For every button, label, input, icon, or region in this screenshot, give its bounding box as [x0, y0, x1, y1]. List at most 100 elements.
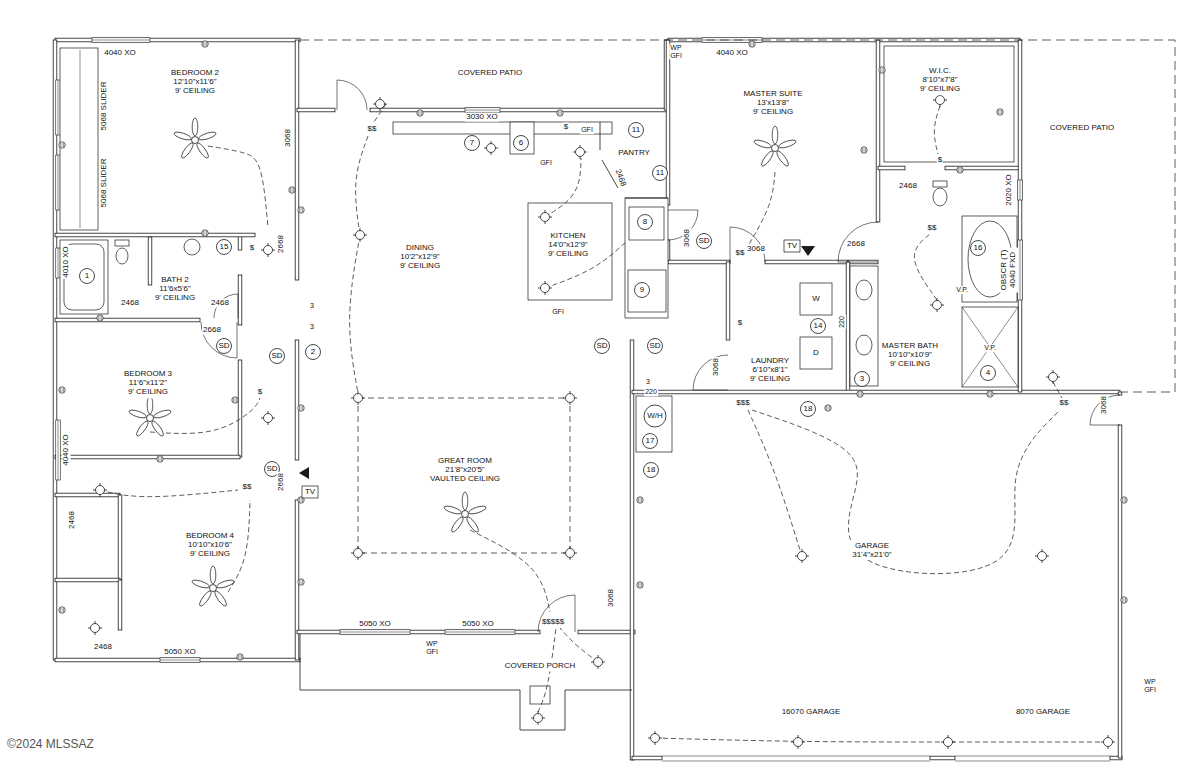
wall	[765, 260, 848, 264]
outlet	[298, 579, 304, 585]
wall	[632, 390, 1120, 394]
plan-label: $	[257, 388, 263, 397]
light-fixture	[88, 621, 102, 635]
plan-label: 5050 XO	[461, 620, 495, 629]
outlet	[237, 654, 243, 660]
fan-blade	[443, 505, 462, 516]
callout-circle	[629, 123, 644, 138]
kitchen-sink	[510, 122, 534, 154]
outlet-slots	[159, 457, 161, 461]
plan-label: 5050 XO	[358, 620, 392, 629]
room-label: BATH 211'6x5'6"9' CEILING	[153, 274, 197, 304]
light-fixture	[795, 549, 809, 563]
outlet-ring	[557, 110, 563, 116]
tv-label: TV	[305, 488, 315, 497]
door-swing	[337, 80, 367, 110]
doors	[201, 80, 1120, 632]
wall	[55, 658, 300, 662]
door-swing	[538, 595, 575, 632]
plan-label: 2468	[210, 299, 230, 308]
outlet-ring	[637, 497, 643, 503]
fan-blade	[198, 590, 213, 608]
light-globe	[541, 284, 550, 293]
outlet	[59, 607, 65, 613]
window-glass	[445, 632, 515, 633]
outlet	[417, 110, 423, 116]
wall	[668, 260, 730, 264]
fan-blade	[775, 150, 790, 168]
light-rays	[538, 281, 552, 295]
detector-circle	[217, 339, 232, 354]
switch-wire	[748, 410, 800, 550]
outlet-ring	[857, 391, 863, 397]
plan-label: 2668	[846, 240, 866, 249]
light-globe	[1038, 552, 1047, 561]
porch-outline	[300, 634, 632, 730]
light-globe	[651, 734, 660, 743]
outlet-slots	[989, 392, 991, 396]
light-globe	[944, 738, 953, 747]
toilet-bowl	[933, 188, 947, 206]
light-globe	[91, 624, 100, 633]
outlet-ring	[637, 582, 643, 588]
light-fixture	[941, 735, 955, 749]
bathtub	[60, 240, 108, 314]
wall	[55, 578, 120, 582]
room-text: 9' CEILING	[155, 294, 195, 303]
window	[56, 80, 61, 135]
plan-label: 2668	[277, 234, 286, 254]
light-rays	[795, 549, 809, 563]
plan-label: 5068 SLIDER	[100, 81, 109, 132]
plan-label: 3068	[746, 245, 766, 254]
light-rays	[930, 298, 944, 312]
wall	[878, 166, 905, 170]
plan-label: 3068	[1100, 395, 1109, 415]
outlet-slots	[99, 316, 101, 320]
fan-blade	[195, 142, 210, 160]
light-fixture	[538, 210, 552, 224]
light-globe	[1049, 373, 1058, 382]
light-rays	[563, 546, 577, 560]
room-text: 8'10"x7'8"	[920, 75, 960, 84]
wall	[630, 340, 634, 760]
window	[56, 155, 61, 210]
shower-drain	[962, 307, 1018, 387]
plan-label: $	[563, 123, 569, 132]
light-rays	[1035, 549, 1049, 563]
toilet-bowl	[116, 248, 128, 264]
sink	[184, 239, 200, 255]
windows	[56, 38, 1023, 663]
fan-hub	[147, 415, 154, 422]
wall	[118, 580, 122, 630]
light-rays	[484, 141, 498, 155]
switch-wire	[752, 410, 1060, 574]
outlet-ring	[232, 397, 238, 403]
fan-blade	[468, 505, 487, 516]
fan-blade	[147, 396, 153, 414]
fan-blade	[772, 126, 778, 144]
light-globe	[264, 246, 273, 255]
refrigerator	[628, 270, 666, 312]
room-text: 10'2"x12'9"	[400, 252, 440, 261]
light-rays	[93, 483, 107, 497]
outlet-ring	[417, 110, 423, 116]
wall	[238, 235, 242, 250]
door-swing	[693, 355, 728, 390]
outlet-slots	[559, 111, 561, 115]
fan-hub	[210, 585, 217, 592]
outlet-slots	[234, 398, 236, 402]
outlet-ring	[1121, 497, 1127, 503]
smoke-detector: SD	[649, 342, 660, 351]
room-label: BEDROOM 410'10"x10'6"9' CEILING	[184, 530, 236, 560]
callout-circle	[643, 434, 658, 449]
light-globe	[933, 301, 942, 310]
ceiling-fan	[128, 396, 172, 437]
plan-label: $$	[735, 249, 746, 258]
room-text: MASTER BATH	[882, 341, 938, 350]
water-heater: W/H	[647, 412, 663, 421]
light-globe	[354, 394, 363, 403]
outlet	[825, 405, 831, 411]
ceiling-fan	[173, 118, 217, 159]
